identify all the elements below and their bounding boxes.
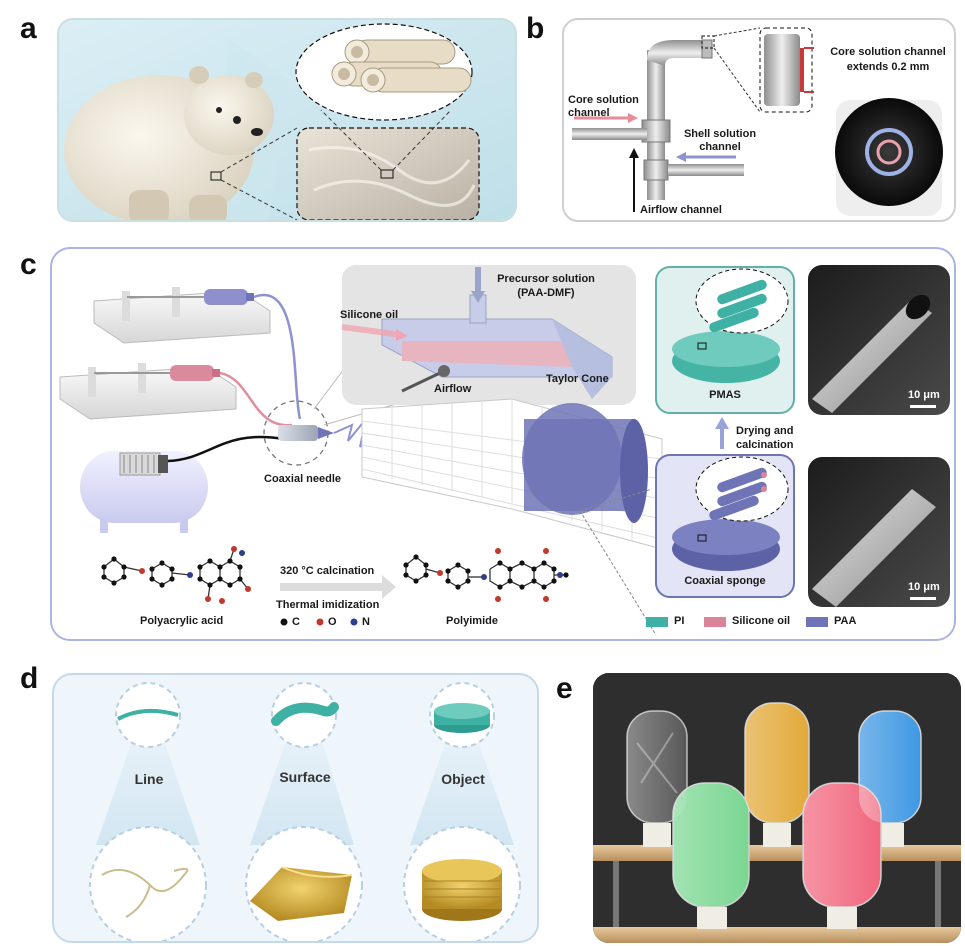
- taylor-cone-label: Taylor Cone: [546, 373, 609, 385]
- polyimide-label: Polyimide: [446, 615, 498, 627]
- atom-n-label: N: [362, 616, 370, 628]
- thermal-imidization-label: Thermal imidization: [276, 599, 380, 611]
- colored-sponges-in-jars-photo: [593, 673, 961, 943]
- object-label: Object: [441, 771, 485, 787]
- panel-e-photo: [593, 673, 961, 943]
- legend-pi-label: PI: [674, 615, 685, 627]
- shell-channel-label: Shell solution channel: [683, 128, 757, 153]
- pmas-label: PMAS: [709, 389, 741, 401]
- panel-d-letter: d: [20, 662, 39, 695]
- calcination-label: 320 °C calcination: [280, 565, 375, 577]
- silicone-oil-label: Silicone oil: [340, 309, 399, 321]
- coaxial-sponge-label: Coaxial sponge: [684, 575, 766, 587]
- core-extends-label-line2: extends 0.2 mm: [846, 61, 930, 73]
- panel-b-letter: b: [526, 12, 545, 45]
- syringe-pump-silicone: [59, 363, 237, 420]
- scale-bar-top-label: 10 μm: [908, 389, 940, 401]
- precursor-label-line1: Precursor solution: [497, 273, 595, 285]
- electrospinning-setup-diagram: [59, 265, 950, 636]
- panel-c-letter: c: [20, 248, 37, 281]
- taylor-cone-inset: [341, 267, 613, 399]
- line-label: Line: [134, 771, 164, 787]
- coaxial-nozzle-diagram: [572, 27, 943, 216]
- polar-bear-illustration: [59, 20, 515, 220]
- drying-label-line2: calcination: [736, 439, 794, 451]
- legend-paa-label: PAA: [834, 615, 857, 627]
- precursor-label-line2: (PAA-DMF): [517, 287, 575, 299]
- panel-b-frame: Core solution channel extends 0.2 mm Cor…: [562, 18, 956, 222]
- panel-a-frame: [57, 18, 517, 222]
- polyacrylic-acid-label: Polyacrylic acid: [140, 615, 224, 627]
- scale-bar-bottom-label: 10 μm: [908, 581, 940, 593]
- polyacrylic-acid-molecule: [103, 548, 249, 600]
- fabrication-forms-diagram: [89, 682, 521, 941]
- collector-cage: [361, 398, 663, 550]
- syringe-pump-paa: [93, 287, 271, 344]
- airflow-channel-label: Airflow channel: [640, 204, 722, 216]
- legend-silicone-label: Silicone oil: [732, 615, 791, 627]
- panel-e-letter: e: [556, 672, 573, 705]
- air-compressor: [80, 451, 208, 533]
- panel-a-letter: a: [20, 12, 37, 45]
- atom-o-label: O: [328, 616, 337, 628]
- surface-label: Surface: [279, 769, 331, 785]
- airflow-label: Airflow: [434, 383, 472, 395]
- hollow-fiber-bundle: [331, 39, 472, 93]
- core-extends-label-line1: Core solution channel: [830, 46, 946, 58]
- panel-d-frame: Line Surface Object: [52, 673, 539, 943]
- coaxial-needle-label: Coaxial needle: [264, 473, 342, 485]
- panel-c-frame: Silicone oil Precursor solution (PAA-DMF…: [50, 247, 956, 641]
- atom-c-label: C: [292, 616, 300, 628]
- drying-label-line1: Drying and: [736, 425, 794, 437]
- core-channel-label: Core solution channel: [568, 94, 639, 119]
